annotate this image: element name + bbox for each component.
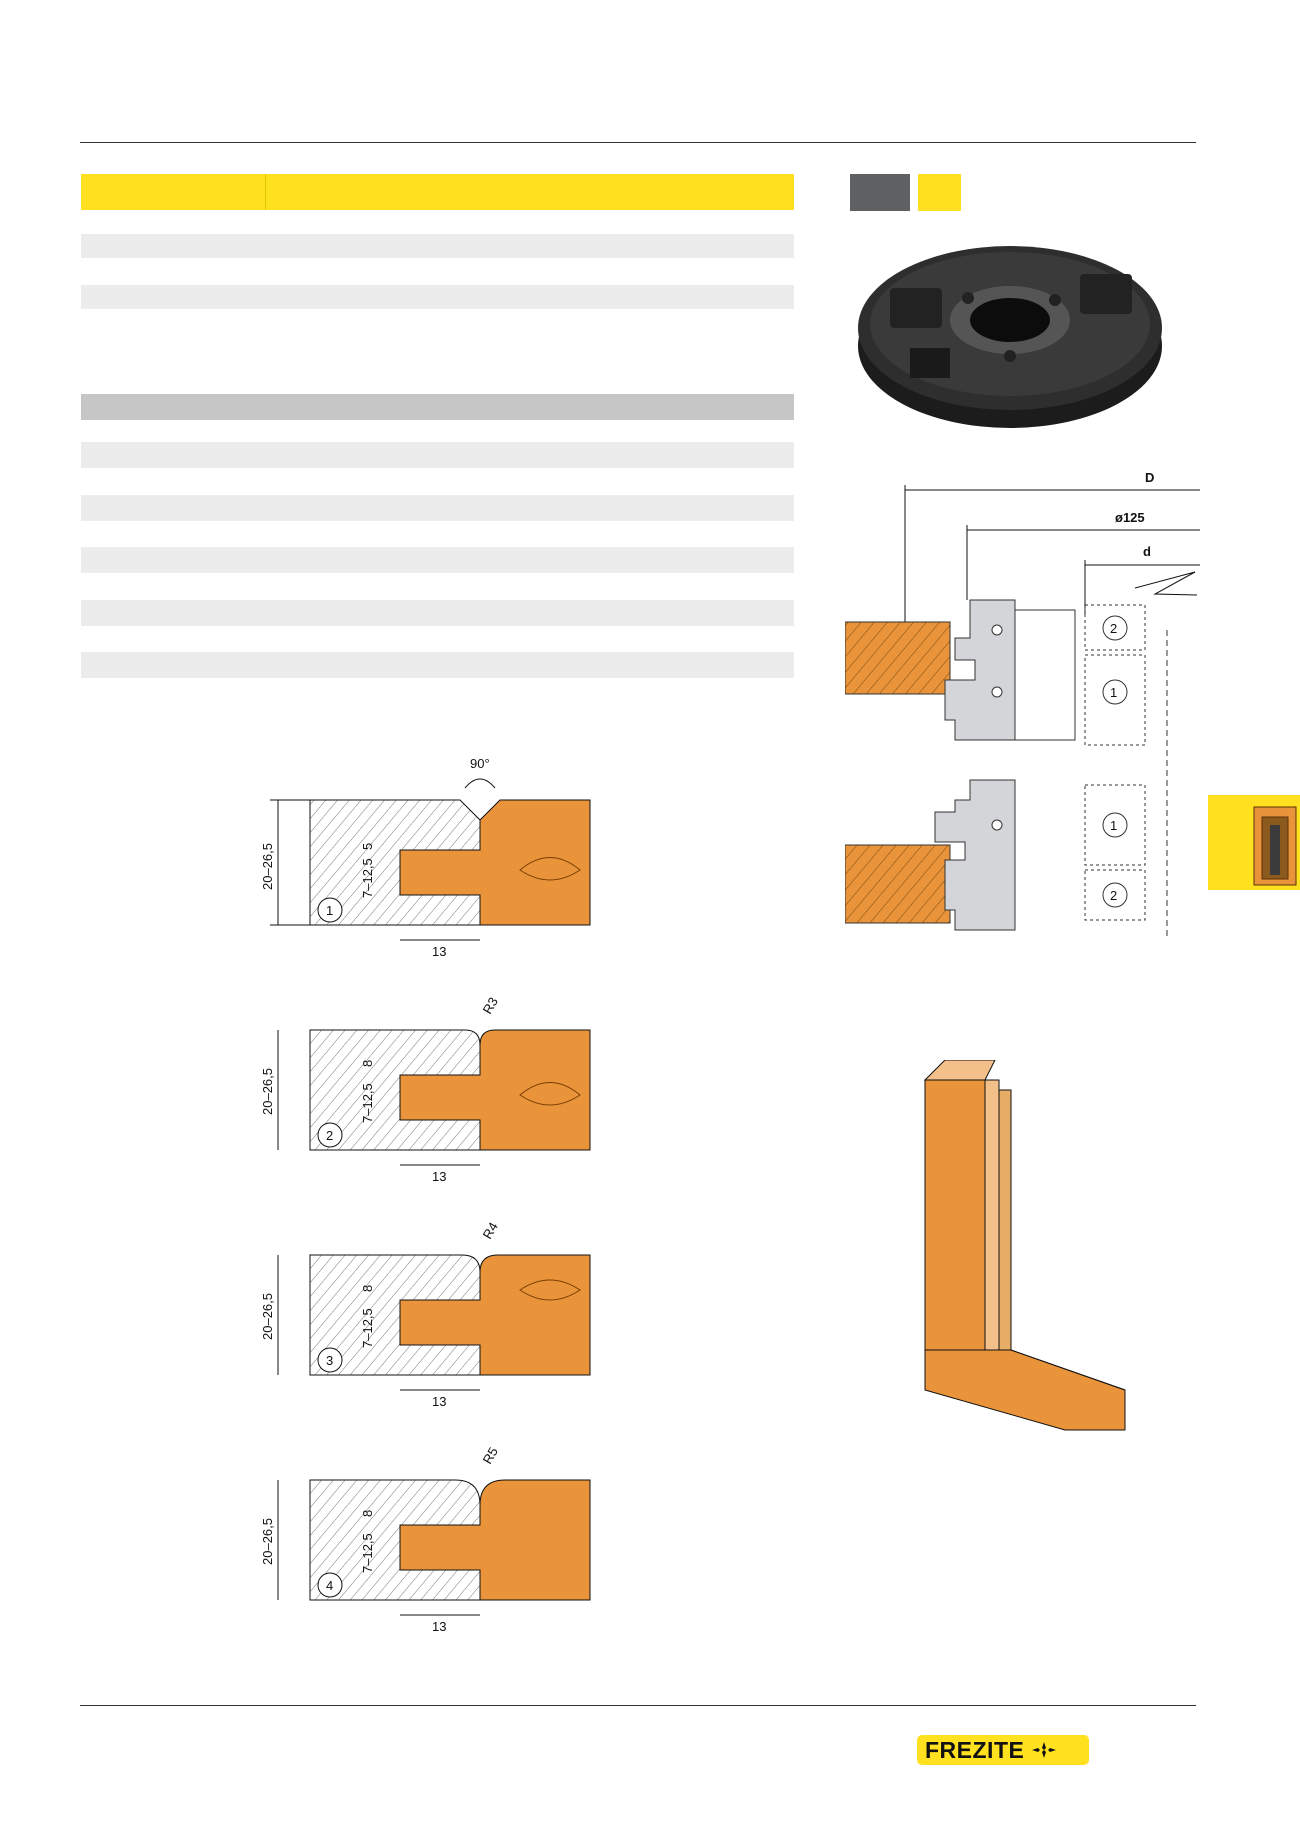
table-row: [81, 547, 794, 573]
table-header-yellow: [81, 174, 794, 210]
svg-text:13: 13: [432, 1169, 446, 1184]
svg-text:13: 13: [432, 944, 446, 959]
svg-text:8: 8: [360, 1060, 375, 1067]
header-rule: [80, 142, 1196, 143]
profile-diagram-4: 20–26,5 8 7–12,5 13 R5 4: [250, 1425, 610, 1635]
svg-text:5: 5: [360, 843, 375, 850]
brand-text: FREZITE: [925, 1736, 1025, 1763]
svg-text:7–12,5: 7–12,5: [360, 1083, 375, 1123]
icon-square-dark: [850, 174, 910, 211]
footer-rule: [80, 1705, 1196, 1706]
dim-d: d: [1143, 544, 1151, 559]
table-row: [81, 600, 794, 626]
table2-header-gray: [81, 394, 794, 420]
svg-text:13: 13: [432, 1619, 446, 1634]
svg-text:1: 1: [1110, 818, 1117, 833]
svg-text:R4: R4: [480, 1220, 501, 1242]
svg-text:1: 1: [326, 903, 333, 918]
table-header-divider: [265, 174, 266, 210]
svg-text:20–26,5: 20–26,5: [260, 843, 275, 890]
icon-square-yellow: [918, 174, 961, 211]
svg-text:2: 2: [1110, 621, 1117, 636]
svg-text:7–12,5: 7–12,5: [360, 858, 375, 898]
svg-text:2: 2: [326, 1128, 333, 1143]
svg-text:8: 8: [360, 1285, 375, 1292]
svg-text:7–12,5: 7–12,5: [360, 1308, 375, 1348]
profile-diagram-1: 20–26,5 5 7–12,5 13 90° 1: [250, 750, 610, 960]
tool-section-drawing: D ø125 d 2 1 1 2: [844, 470, 1200, 940]
svg-text:1: 1: [1110, 685, 1117, 700]
svg-text:20–26,5: 20–26,5: [260, 1293, 275, 1340]
svg-text:13: 13: [432, 1394, 446, 1409]
table-row: [81, 442, 794, 468]
svg-text:R3: R3: [480, 995, 501, 1017]
table-row: [81, 234, 794, 258]
door-frame-icon: [1253, 806, 1297, 886]
table-row: [81, 652, 794, 678]
svg-text:8: 8: [360, 1510, 375, 1517]
profile-diagram-2: 20–26,5 8 7–12,5 13 R3 2: [250, 975, 610, 1185]
dim-bore: ø125: [1115, 510, 1145, 525]
profile-diagram-3: 20–26,5 8 7–12,5 13 R4 3: [250, 1200, 610, 1410]
svg-text:4: 4: [326, 1578, 333, 1593]
table-row: [81, 495, 794, 521]
dim-D: D: [1145, 470, 1154, 485]
frezite-logo: FREZITE: [917, 1735, 1089, 1765]
svg-text:20–26,5: 20–26,5: [260, 1068, 275, 1115]
svg-text:20–26,5: 20–26,5: [260, 1518, 275, 1565]
side-tab: [1208, 795, 1300, 890]
svg-text:2: 2: [1110, 888, 1117, 903]
svg-text:R5: R5: [480, 1445, 501, 1467]
svg-text:90°: 90°: [470, 756, 490, 771]
brand-mark-icon: [1032, 1742, 1057, 1758]
table-row: [81, 285, 794, 309]
svg-text:3: 3: [326, 1353, 333, 1368]
svg-text:7–12,5: 7–12,5: [360, 1533, 375, 1573]
frame-corner-illustration: [915, 1059, 1135, 1440]
cutter-head-photo: [850, 228, 1170, 438]
